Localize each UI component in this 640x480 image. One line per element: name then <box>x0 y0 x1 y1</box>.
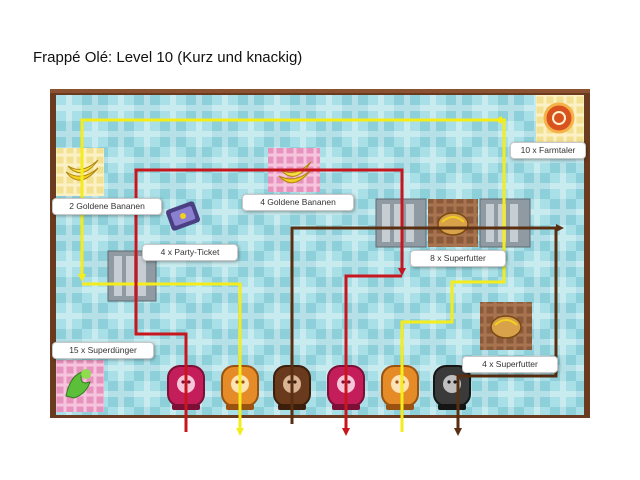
superfutter-icon <box>490 315 522 339</box>
superfutter-icon <box>437 212 469 236</box>
route-yellow-top <box>78 118 506 282</box>
route-brown-b <box>454 228 558 436</box>
route-brown-a <box>290 224 564 424</box>
fertilizer-icon <box>65 369 91 399</box>
label-superduenger: 15 x Superdünger <box>52 342 154 359</box>
label-golden-bananas-left: 2 Goldene Bananen <box>52 198 162 215</box>
banana-icon <box>65 159 99 181</box>
page-title: Frappé Olé: Level 10 (Kurz und knackig) <box>33 49 303 66</box>
tile-banana-left <box>56 148 104 196</box>
coin-icon <box>543 102 575 134</box>
party-ticket-icon <box>165 201 201 231</box>
route-yellow-right <box>400 116 506 432</box>
tile-superfutter-upper <box>428 199 478 247</box>
label-superfutter-8: 8 x Superfutter <box>410 250 506 267</box>
label-farmtaler: 10 x Farmtaler <box>510 142 586 159</box>
tile-party-ticket <box>165 201 201 231</box>
start-cup-orange <box>381 365 419 410</box>
tile-fertilizer <box>56 360 104 412</box>
label-party-ticket: 4 x Party-Ticket <box>142 244 238 261</box>
route-red-right <box>342 274 402 436</box>
label-superfutter-4: 4 x Superfutter <box>462 356 558 373</box>
tile-superfutter-lower <box>480 302 532 350</box>
label-golden-bananas-mid: 4 Goldene Bananen <box>242 194 354 211</box>
route-red-left <box>134 168 406 432</box>
tile-coin <box>536 95 584 143</box>
